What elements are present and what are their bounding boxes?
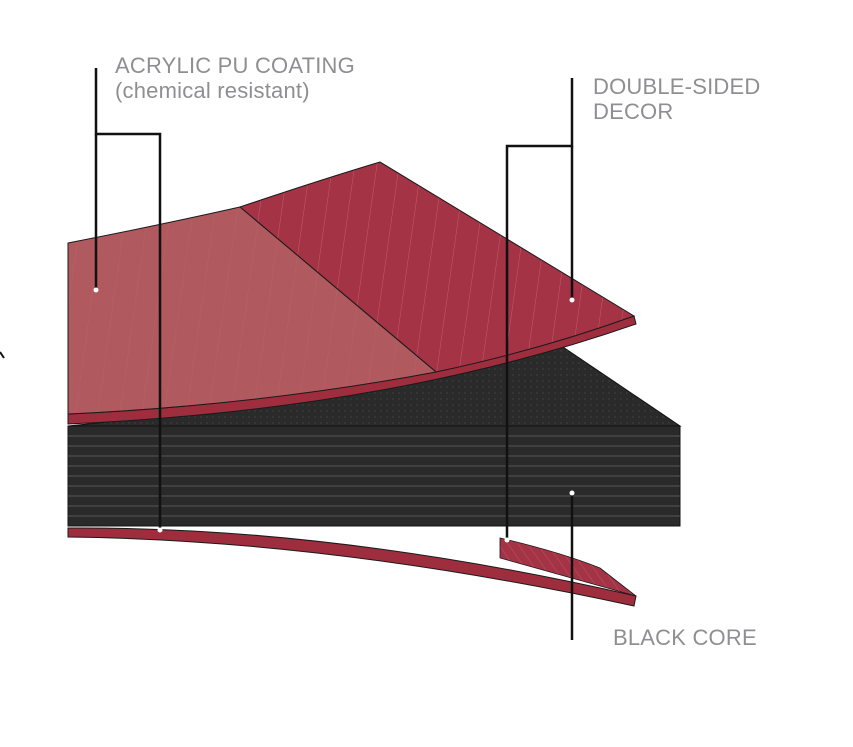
black-core-label: BLACK CORE xyxy=(613,625,757,650)
double-sided-decor-label: DOUBLE-SIDED DECOR xyxy=(593,74,760,124)
decor-leader-dot-bottom xyxy=(504,537,510,543)
black-core-title: BLACK CORE xyxy=(613,625,757,650)
black-core-front xyxy=(67,425,681,527)
edge-mark xyxy=(0,351,5,359)
acrylic-pu-coating-label: ACRYLIC PU COATING (chemical resistant) xyxy=(115,53,355,103)
acrylic-pu-coating-note: (chemical resistant) xyxy=(115,78,310,103)
core-leader-dot xyxy=(569,490,575,496)
double-sided-decor-line1: DOUBLE-SIDED xyxy=(593,74,761,99)
coating-leader-dot-bottom xyxy=(157,527,163,533)
coating-leader-line xyxy=(94,68,162,530)
top-decor-sheet-surface xyxy=(238,161,636,373)
acrylic-pu-coating-title: ACRYLIC PU COATING xyxy=(115,53,355,78)
coating-leader-dot-top xyxy=(93,287,99,293)
double-sided-decor-line2: DECOR xyxy=(593,99,674,124)
decor-leader-line xyxy=(505,78,574,540)
decor-leader-dot-top xyxy=(569,297,575,303)
bottom-decor-sheet-surface xyxy=(499,537,637,597)
bottom-decor-sheet xyxy=(67,527,637,607)
